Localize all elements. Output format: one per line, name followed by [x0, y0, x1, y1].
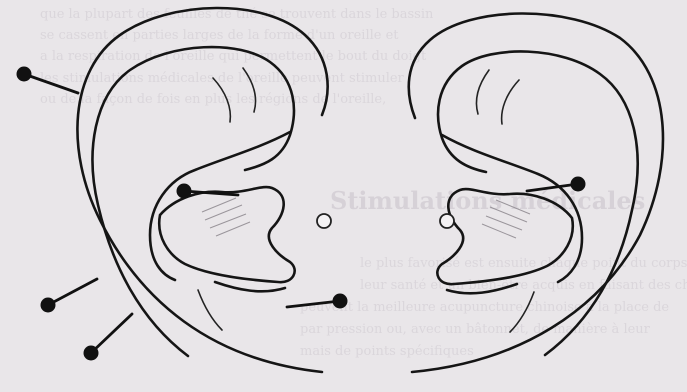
right-ear-fold-2 — [476, 70, 489, 114]
point-left-antitragus — [287, 294, 348, 309]
needle — [287, 301, 340, 307]
left-ear-canal-ring — [317, 214, 331, 228]
right-ear — [409, 13, 663, 372]
point-left-upper-helix — [17, 67, 79, 94]
right-ear-inner-helix — [438, 51, 638, 355]
left-ear-shading — [202, 198, 250, 236]
right-ear-canal-ring — [440, 214, 454, 228]
pin-head — [177, 184, 192, 199]
pin-head — [571, 177, 586, 192]
right-ear-fold-1 — [502, 80, 519, 124]
pin-head — [84, 346, 99, 361]
needle — [91, 314, 132, 353]
left-ear-outer-helix — [77, 8, 327, 372]
right-ear-fold-3 — [510, 292, 534, 332]
left-ear-antitragus — [215, 282, 285, 291]
pin-head — [333, 294, 348, 309]
left-ear-inner-helix — [93, 47, 294, 356]
needle — [24, 74, 78, 93]
right-ear-shading — [482, 200, 530, 238]
right-ear-antitragus — [447, 284, 517, 293]
left-ear-fold-1 — [213, 78, 230, 122]
left-ear — [77, 8, 327, 372]
point-left-lobe — [84, 314, 133, 361]
left-ear-fold-3 — [198, 290, 222, 330]
ear-canal-markers — [317, 214, 454, 228]
pin-head — [41, 298, 56, 313]
needle — [527, 184, 578, 191]
needle — [48, 279, 97, 305]
left-ear-fold-2 — [243, 68, 256, 112]
point-left-lower-helix — [41, 279, 98, 313]
pin-head — [17, 67, 32, 82]
right-ear-outer-helix — [409, 13, 663, 372]
